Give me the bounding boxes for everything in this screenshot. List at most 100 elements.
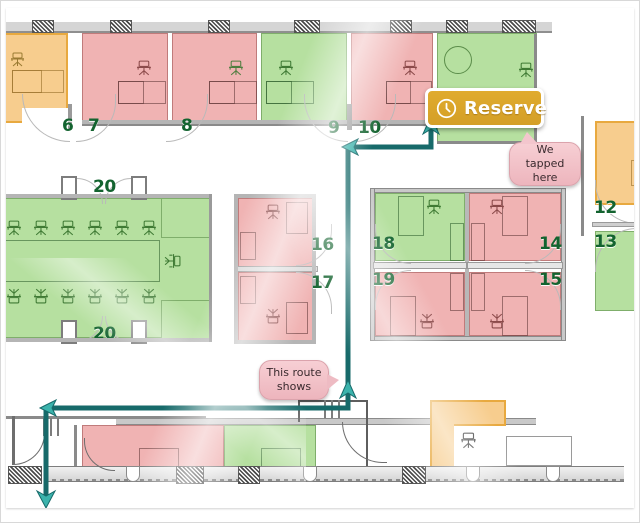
room-6-chair-icon [10, 52, 24, 67]
bottom-notch-1 [126, 466, 140, 482]
floor-plan-content: 6 7 8 9 10 12 13 [6, 8, 634, 508]
room-7-desk-2 [118, 81, 144, 104]
route-arrow-up-mid [338, 378, 358, 400]
room-20-chair-icon [114, 288, 129, 304]
room-20-right-wall [209, 194, 212, 342]
room-label-15: 15 [539, 270, 562, 290]
door-arc-9 [304, 94, 348, 142]
wall-column-2 [110, 20, 132, 33]
room-8-desk-2 [209, 81, 235, 104]
bottom-notch-2 [303, 466, 317, 482]
bottom-vertical-wall-3 [57, 418, 59, 436]
block-1419-outer-bottom [370, 336, 566, 341]
room-7-chair-icon [136, 60, 151, 76]
callout-tapped-text: We tapped here [525, 143, 565, 184]
callout-tail-icon [520, 132, 538, 144]
callout-this-route-shows: This route shows [259, 360, 339, 400]
right-block-wall [581, 116, 584, 236]
wall-column-6 [446, 20, 468, 33]
room-20-top-wall [6, 194, 211, 198]
room-20-bottom-wall [6, 338, 211, 342]
room-16-desk-2 [240, 232, 256, 260]
room-15-desk-2 [471, 273, 485, 311]
room-20-chair-icon [6, 288, 21, 304]
room-20-chair-icon [141, 288, 156, 304]
callout-route-text: This route shows [266, 366, 322, 393]
room-label-12: 12 [594, 198, 617, 218]
bottom-right-col-1 [324, 400, 326, 418]
room-17-desk-2 [240, 276, 256, 304]
wall-column-1 [32, 20, 54, 33]
room-20-annex-bot[interactable] [161, 300, 211, 340]
room-20-annex-top[interactable] [161, 198, 211, 238]
room-16-17-right-wall [312, 194, 316, 344]
room-20-long-table [6, 240, 160, 282]
room-15-chair-icon [489, 313, 504, 329]
room-label-7: 7 [88, 116, 100, 136]
bottom-vertical-wall-2 [50, 418, 52, 436]
door-swing-bottom-right [342, 422, 387, 463]
bottom-right-room-wall-h [298, 400, 368, 402]
room-14-15-divider [467, 262, 563, 269]
room-20-chair-icon [141, 220, 156, 236]
top-wall-band [6, 22, 552, 31]
door-jamb-6 [68, 104, 72, 130]
wall-column-5 [390, 20, 412, 33]
room-label-18: 18 [372, 234, 395, 254]
bottom-notch-3 [466, 466, 480, 482]
bottom-right-chair-icon [460, 432, 476, 449]
room-label-16: 16 [311, 235, 334, 255]
room-20-head-chair-icon [164, 253, 181, 268]
room-6-desk-2 [12, 70, 42, 93]
room-20-chair-icon [87, 220, 102, 236]
room-16-top-wall [234, 194, 316, 198]
room-20-chair-icon [6, 220, 21, 236]
room-10-chair-icon [402, 60, 417, 76]
l-room-inner-fill [432, 422, 454, 466]
reserve-button[interactable]: Reserve [425, 88, 548, 128]
bottom-right-col-3 [338, 400, 340, 418]
bottom-notch-4 [546, 466, 560, 482]
room-19-desk-2 [450, 273, 464, 311]
room-label-13: 13 [594, 232, 617, 252]
bottom-room-left-divider [74, 425, 77, 471]
room-label-19: 19 [372, 270, 395, 290]
bottom-pier-2 [176, 466, 204, 484]
wall-column-3 [208, 20, 230, 33]
room-16-chair-icon [265, 204, 280, 220]
room-label-9: 9 [328, 118, 340, 138]
room-14-desk-2 [471, 223, 485, 261]
room-17-bottom-wall [234, 340, 316, 344]
room-label-17: 17 [311, 273, 334, 293]
room-20-chair-icon [114, 220, 129, 236]
route-arrow-down-end [35, 489, 57, 508]
route-arrow-left-bottom [38, 398, 58, 418]
room-20-chair-icon [87, 288, 102, 304]
room-label-14: 14 [539, 234, 562, 254]
wall-column-4 [294, 20, 320, 33]
bottom-pier-3 [238, 466, 260, 484]
room-label-6: 6 [62, 116, 74, 136]
room-label-8: 8 [181, 116, 193, 136]
room-9-chair-icon [278, 60, 293, 76]
room-19-chair-icon [419, 313, 434, 329]
room-9-desk-2 [266, 81, 292, 104]
room-18-19-divider [373, 262, 467, 269]
bottom-right-col-2 [331, 400, 333, 418]
round-table-icon [444, 46, 472, 74]
bottom-pier-4 [402, 466, 426, 484]
room-8-chair-icon [228, 60, 243, 76]
wall-column-7 [502, 20, 536, 33]
room-20-chair-icon [33, 288, 48, 304]
door-swing-bottom-left [12, 432, 45, 465]
room-18-desk-2 [450, 223, 464, 261]
floor-plan-canvas[interactable]: 6 7 8 9 10 12 13 [6, 8, 634, 508]
room-17-chair-icon [265, 308, 280, 324]
room-11-chair-icon [518, 62, 533, 78]
reserve-button-label: Reserve [464, 97, 548, 119]
room-14-chair-icon [489, 199, 504, 215]
room-label-10: 10 [358, 118, 381, 138]
room-16-17-left-wall [234, 194, 238, 344]
door-jamb-9 [347, 104, 352, 130]
bottom-pier-1 [8, 466, 42, 484]
